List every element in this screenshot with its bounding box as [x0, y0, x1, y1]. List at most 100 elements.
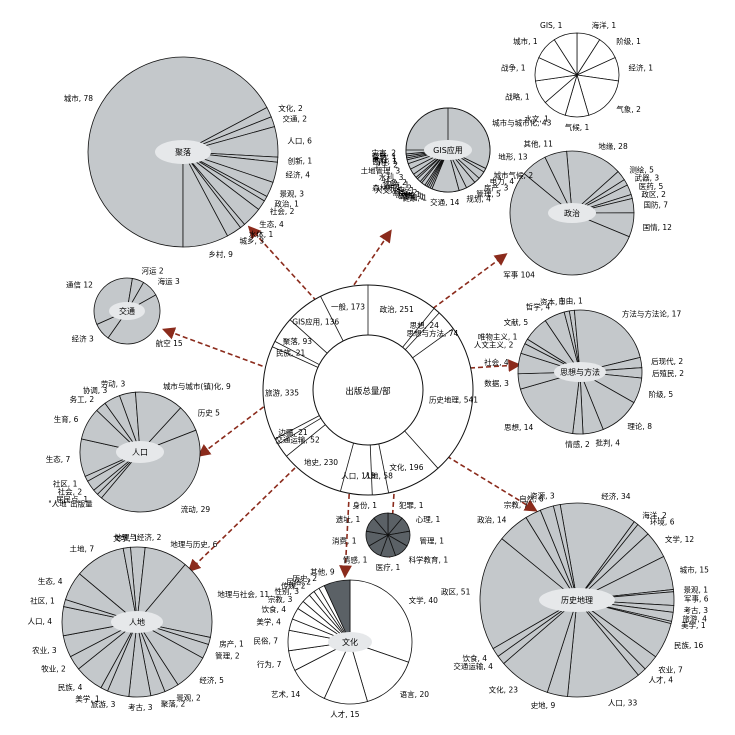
rendi-label-18: 文学, 1	[113, 533, 138, 543]
gis-label-4: 管理, 5	[476, 189, 501, 199]
politics_other-label-6: 战略, 1	[505, 92, 530, 102]
center-label-9: 边疆, 21	[278, 428, 308, 437]
jiaotong-label-1: 航空 15	[156, 338, 183, 348]
culture-label-2: 人才, 15	[330, 709, 360, 719]
center-divider-8	[286, 424, 326, 457]
center-divider-12	[274, 341, 320, 365]
gis-label-15: 社会, 2	[382, 177, 407, 187]
jiaotong-label-2: 经济 3	[72, 333, 94, 343]
thought-label-6: 批判, 4	[595, 437, 620, 447]
center-divider-3	[412, 328, 454, 359]
renkou-label-6: 社会, 2	[58, 486, 83, 496]
politics-slice-7	[509, 172, 630, 276]
culture-label-0: 文学, 40	[409, 595, 439, 605]
gis-label-0: 城市与城市化, 43	[492, 117, 552, 127]
gis-label-8: 军事, 1	[400, 192, 425, 202]
center-divider-6	[369, 444, 373, 495]
gis-label-2: 电力, 4	[490, 176, 515, 186]
gis-label-9: 矿产, 1	[398, 190, 423, 200]
history-label-14: 史地, 9	[531, 700, 556, 710]
rendi-title: 人地	[129, 617, 145, 627]
juluo-label-5: 经济, 4	[286, 170, 311, 180]
thought-label-3: 后殖民, 2	[652, 368, 684, 378]
politics-label-7: 军事 104	[503, 270, 535, 280]
politics_other-label-8: 城市, 1	[513, 36, 538, 46]
history-label-17: 饮食, 4	[462, 653, 487, 663]
center-title: 出版总量/部	[345, 386, 391, 397]
gis-label-22: 灾害, 2	[372, 147, 397, 157]
arrow-2	[419, 253, 508, 319]
politics_other-label-1: 阶级, 1	[616, 36, 641, 46]
center-label-2: 思想与方法, 74	[406, 328, 458, 338]
renkou-label-3: 流动, 29	[181, 504, 211, 514]
gis-label-1: 城市气候, 2	[494, 170, 534, 180]
arrow-0	[247, 225, 323, 308]
center-label-5: 人地, 58	[364, 470, 394, 480]
thought-label-10: 社会, 4	[484, 357, 509, 367]
rendi-label-3: 房产, 1	[219, 639, 244, 649]
gis-hub	[424, 140, 472, 160]
rendi-label-8: 考古, 3	[128, 702, 153, 712]
renkou-label-9: 生育, 6	[54, 414, 79, 424]
rendi-hub	[111, 611, 163, 633]
history-label-12: 人才, 4	[648, 675, 673, 685]
jiaotong-label-4: 河运 2	[142, 267, 164, 276]
history-label-21: 自然, 6	[519, 493, 544, 503]
culture-label-13: 其他, 9	[310, 567, 335, 577]
thought-label-15: 资本, 1	[540, 297, 565, 307]
center-divider-9	[277, 417, 322, 445]
rendi-label-11: 民族, 4	[58, 682, 83, 692]
renkou-label-1: 城市与城市(镇)化, 9	[163, 381, 231, 391]
culture_other-label-7: 遗址, 1	[336, 514, 361, 524]
history-label-0: 经济, 34	[601, 491, 631, 501]
juluo-label-1: 文化, 2	[278, 103, 303, 113]
history-label-9: 美学, 1	[681, 620, 706, 630]
juluo-label-12: 乡村, 9	[208, 249, 233, 259]
renkou-slice-3	[100, 429, 201, 513]
pies-layer	[61, 32, 675, 705]
culture-label-7: 饮食, 4	[261, 604, 286, 614]
center-label-8: 交通运输, 52	[275, 434, 320, 444]
juluo-label-0: 城市, 78	[64, 93, 94, 103]
history-slice-18	[479, 538, 578, 650]
rendi-label-4: 管理, 2	[215, 650, 240, 660]
arrow-6	[187, 467, 296, 573]
rendi-label-0: 地理与经济, 2	[114, 532, 161, 542]
thought-label-11: 人文主义, 2	[474, 340, 514, 350]
history-label-22: 资源, 3	[530, 490, 555, 500]
arrow-9	[439, 451, 538, 512]
center-label-4: 文化, 196	[389, 462, 423, 472]
culture-label-9: 性别, 3	[275, 586, 300, 596]
culture_other-label-8: 身份, 1	[353, 500, 378, 510]
arrow-5	[197, 401, 271, 457]
renkou-label-4: "人地"出版量	[48, 499, 93, 509]
center-divider-4	[404, 430, 439, 469]
thought-label-9: 数据, 3	[484, 378, 509, 388]
thought-label-4: 阶级, 5	[649, 389, 674, 399]
juluo-label-2: 交通, 2	[283, 113, 308, 123]
culture_other-label-3: 科学教育, 1	[409, 555, 449, 565]
center-label-6: 人口, 113	[341, 471, 375, 480]
culture_other-label-1: 心理, 1	[416, 515, 441, 524]
rendi-label-17: 土地, 7	[70, 544, 95, 554]
gis-label-6: 交通, 14	[430, 197, 460, 207]
culture-label-5: 民俗, 7	[253, 635, 278, 645]
politics_other-label-3: 气象, 2	[616, 104, 641, 114]
history-label-4: 城市, 15	[680, 565, 710, 575]
politics_other-label-9: GIS, 1	[540, 21, 563, 30]
thought-label-7: 情感, 2	[565, 439, 590, 449]
history-slice-0	[559, 502, 635, 601]
renkou-label-0: 劳动, 3	[101, 379, 126, 389]
politics-slice-9	[544, 150, 573, 214]
center-divider-14	[320, 296, 344, 342]
renkou-hub	[116, 441, 164, 463]
gis-label-16: 水利, 3	[379, 172, 404, 182]
juluo-label-4: 创新, 1	[288, 156, 313, 166]
politics_other-slice-3	[576, 74, 620, 116]
culture-label-10: 传媒, 2	[281, 580, 306, 590]
thought-title: 思想与方法	[560, 367, 600, 377]
center-label-7: 地史, 230	[304, 457, 338, 467]
culture_other-label-4: 医疗, 1	[376, 562, 401, 572]
